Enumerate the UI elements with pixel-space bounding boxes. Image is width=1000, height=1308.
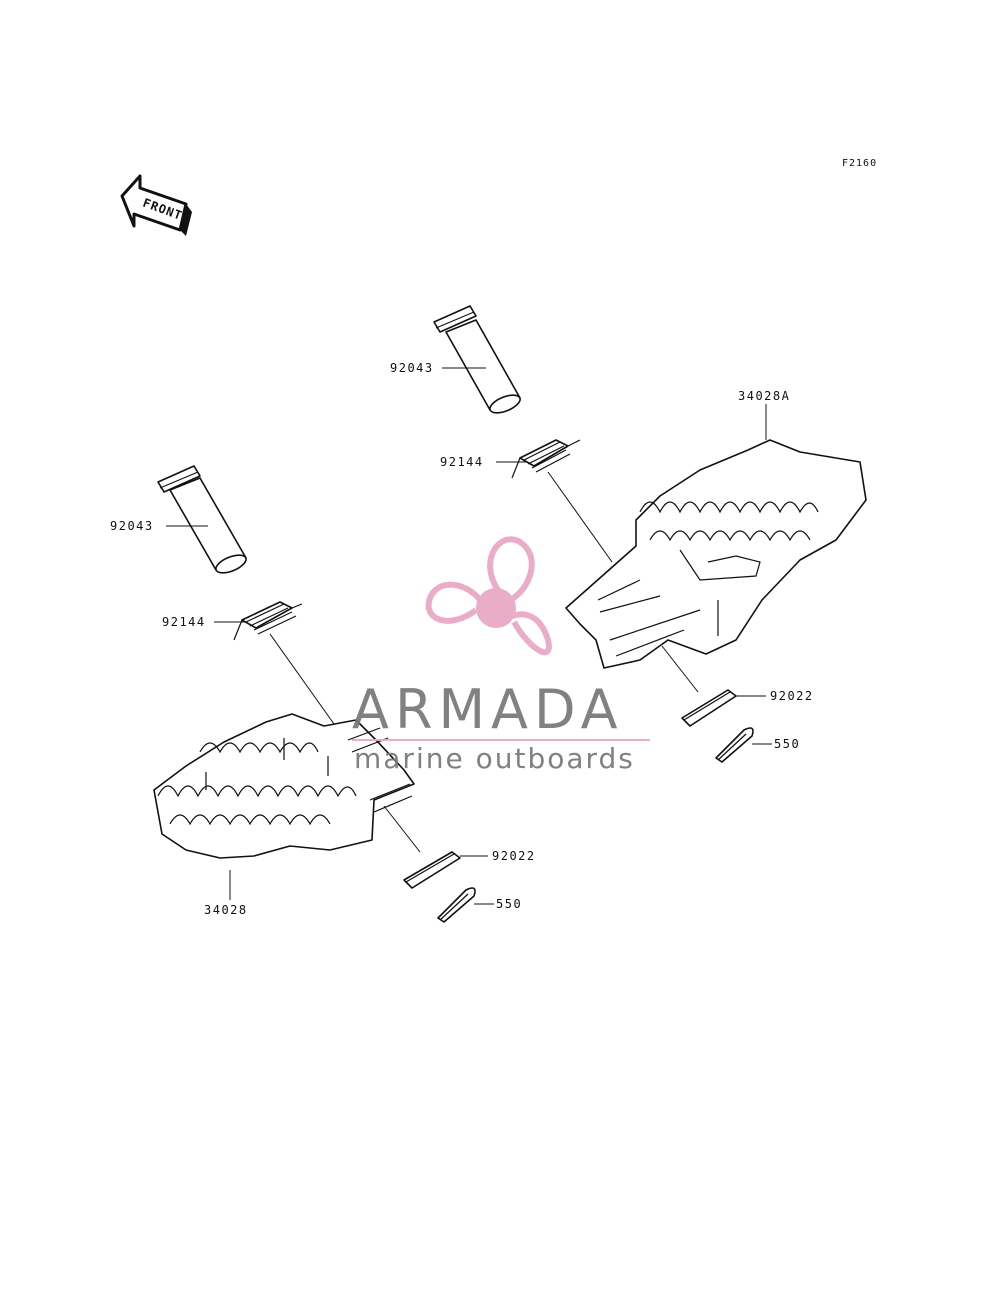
watermark: ARMADA marine outboards [352,536,650,775]
label-pin-left: 92043 [110,519,154,533]
front-arrow-icon: FRONT [120,174,192,236]
washer-right [681,689,737,727]
propeller-logo-icon [425,536,552,656]
label-washer-right: 92022 [770,689,814,703]
label-cotter-right: 550 [774,737,800,751]
spring-right [511,439,581,479]
label-pin-right: 92043 [390,361,434,375]
label-spring-right: 92144 [440,455,484,469]
watermark-title: ARMADA [352,678,624,741]
pin-right [433,305,521,414]
propeller-hub-icon [476,588,516,628]
footpeg-right [565,439,867,669]
spring-left [233,601,303,641]
label-cotter-left: 550 [496,897,522,911]
diagram-code: F2160 [842,158,877,169]
label-footpeg-left: 34028 [204,903,248,917]
cotter-pin-left [437,887,476,923]
label-spring-left: 92144 [162,615,206,629]
footpeg-left [153,713,415,859]
cotter-pin-right [715,727,754,763]
label-footpeg-right: 34028A [738,389,790,403]
washer-left [403,851,461,889]
watermark-subtitle: marine outboards [354,742,635,775]
pin-left [157,465,247,574]
label-washer-left: 92022 [492,849,536,863]
